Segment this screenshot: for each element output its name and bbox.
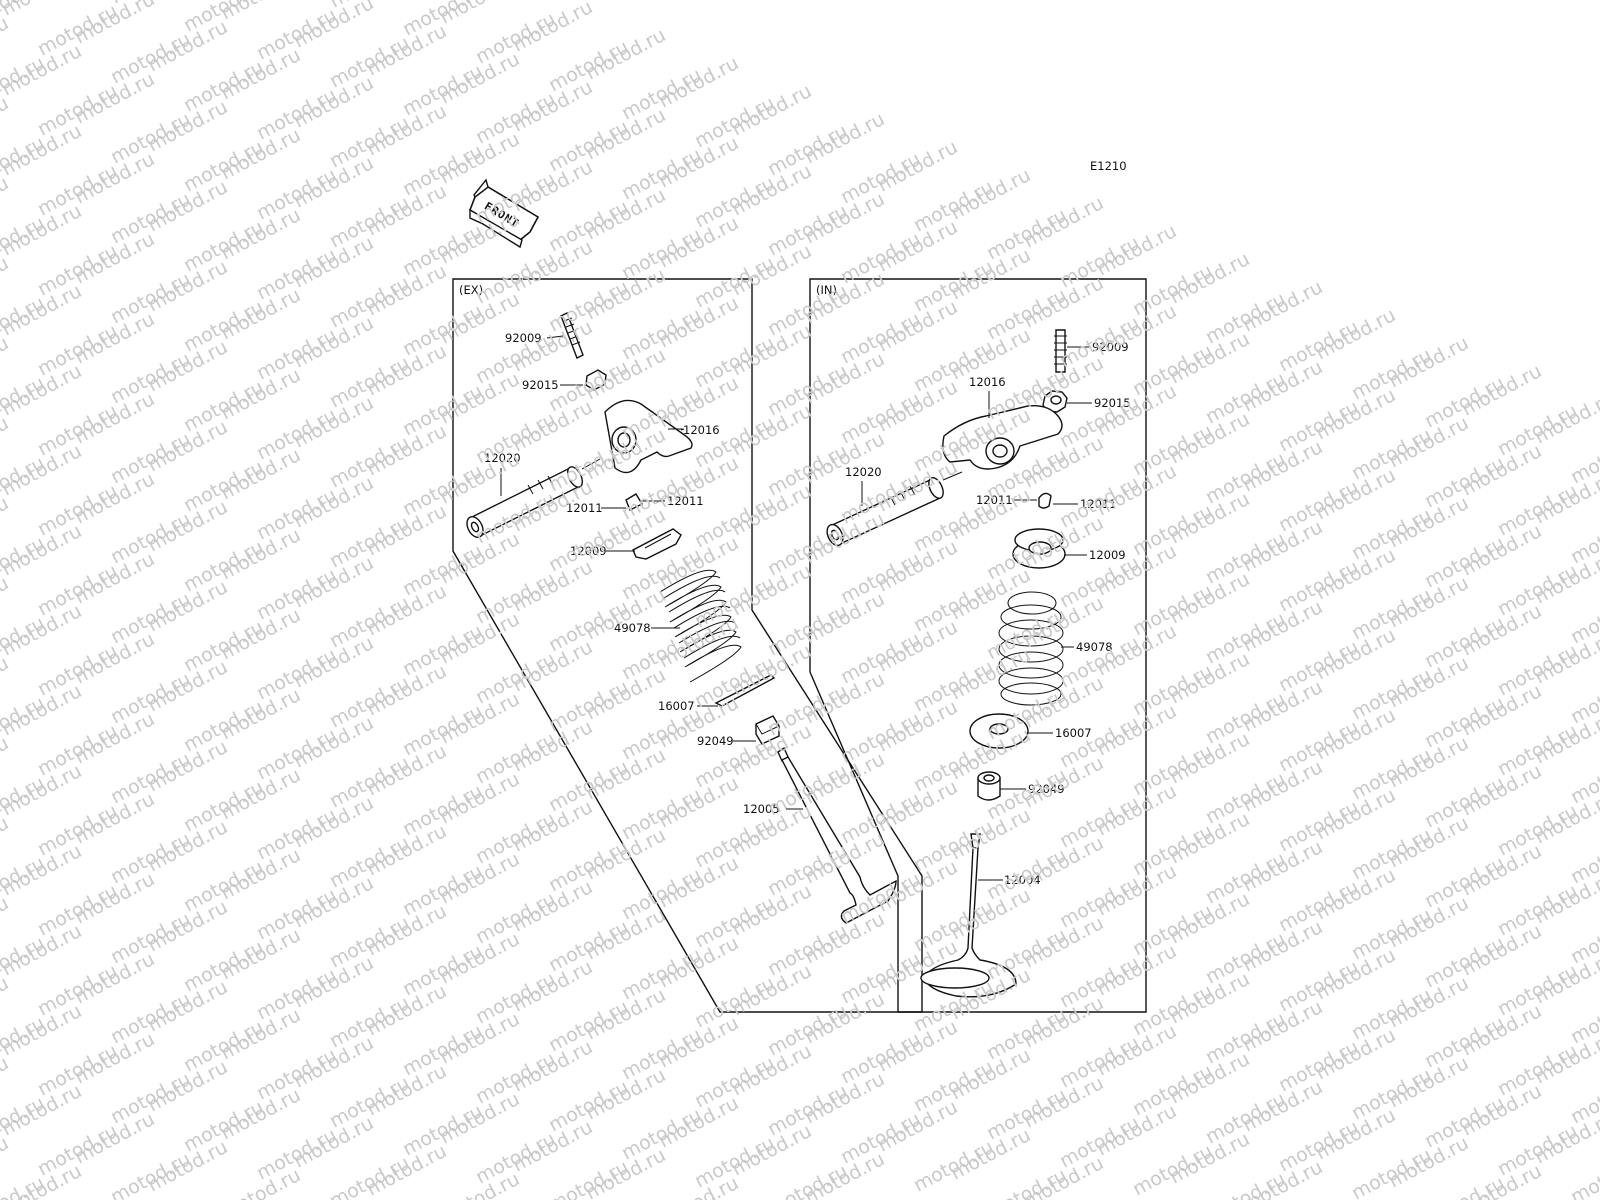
in-rocker-arm: 12016 <box>942 375 1063 470</box>
ex-spring-seat: 16007 <box>658 674 776 713</box>
ex-label-12011-right: 12011 <box>667 494 704 508</box>
panel-in-title: (IN) <box>816 283 837 297</box>
ex-spring-retainer: 12009 <box>570 528 682 560</box>
ex-stem-seal: 92049 <box>697 715 780 748</box>
in-label-12011-right: 12011 <box>1080 497 1117 511</box>
in-label-49078: 49078 <box>1076 640 1113 654</box>
in-stem-seal: 92049 <box>977 771 1065 801</box>
ex-label-12011-left: 12011 <box>566 501 603 515</box>
ex-label-12005: 12005 <box>743 802 780 816</box>
in-label-12020: 12020 <box>845 465 882 479</box>
ex-label-16007: 16007 <box>658 699 695 713</box>
panel-in: (IN) 92009 92015 12016 <box>809 278 1147 1013</box>
ex-cotters: 12011 12011 <box>566 493 704 515</box>
in-label-16007: 16007 <box>1055 726 1092 740</box>
panel-ex-title: (EX) <box>459 283 483 297</box>
ex-label-92009: 92009 <box>505 331 542 345</box>
in-valve-spring: 49078 <box>998 591 1113 706</box>
ex-rocker-arm: 12016 <box>604 399 720 474</box>
ex-rocker-nut: 92015 <box>522 369 607 392</box>
ex-valve-spring: 49078 <box>614 569 742 683</box>
ex-label-12016: 12016 <box>683 423 720 437</box>
in-label-12009: 12009 <box>1089 548 1126 562</box>
ex-rocker-shaft-oring: 92009 <box>505 312 584 359</box>
in-rocker-shaft: 12020 <box>826 465 963 547</box>
in-valve: 12004 <box>920 833 1041 998</box>
in-spring-seat: 16007 <box>969 713 1092 749</box>
diagram-code: E1210 <box>1090 159 1127 173</box>
ex-label-12020: 12020 <box>484 451 521 465</box>
in-label-12016: 12016 <box>969 375 1006 389</box>
ex-label-12009: 12009 <box>570 544 607 558</box>
in-label-92015: 92015 <box>1094 396 1131 410</box>
ex-valve: 12005 <box>743 746 897 924</box>
in-spring-retainer: 12009 <box>1012 528 1126 569</box>
in-cotters: 12011 12011 <box>976 492 1117 511</box>
in-label-12011-left: 12011 <box>976 493 1013 507</box>
diagram-code-text: E1210 <box>1090 159 1127 173</box>
ex-rocker-shaft: 12020 <box>466 451 601 539</box>
in-label-92049: 92049 <box>1028 782 1065 796</box>
in-rocker-nut: 92015 <box>1042 390 1131 413</box>
in-label-92009: 92009 <box>1092 340 1129 354</box>
ex-label-49078: 49078 <box>614 621 651 635</box>
ex-label-92015: 92015 <box>522 378 559 392</box>
ex-label-92049: 92049 <box>697 734 734 748</box>
front-arrow: FRONT <box>469 178 540 249</box>
in-label-12004: 12004 <box>1004 873 1041 887</box>
panel-ex: (EX) 92009 92015 12016 <box>452 278 923 1013</box>
in-rocker-shaft-oring: 92009 <box>1054 329 1129 373</box>
